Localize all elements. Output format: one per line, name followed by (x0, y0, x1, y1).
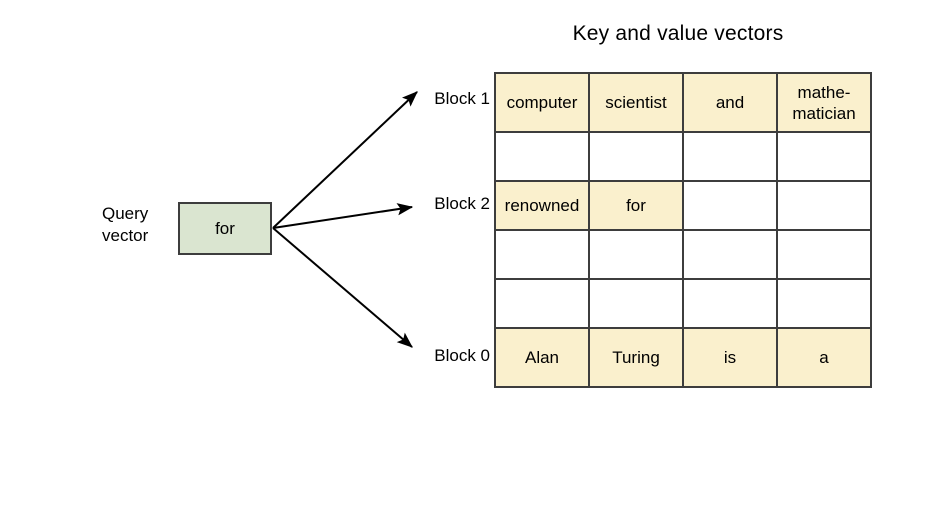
table-cell-line: is (723, 348, 737, 367)
table-cell-line: computer (506, 93, 578, 112)
table-cell-line: scientist (605, 93, 667, 112)
table-cell-line: for (626, 196, 646, 215)
table-cell-empty[interactable] (776, 278, 872, 329)
table-cell-empty[interactable] (682, 131, 778, 182)
table-row: computer scientist and mathe-matician (494, 72, 872, 133)
table-cell-line: Turing (612, 348, 660, 367)
table-cell-line: renowned (504, 196, 580, 215)
table-cell-token[interactable]: for (588, 180, 684, 231)
block-label-1: Block 1 (422, 89, 490, 109)
table-cell-token[interactable]: is (682, 327, 778, 388)
table-cell-token[interactable]: Alan (494, 327, 590, 388)
table-cell-line: Alan (524, 348, 560, 367)
table-cell-empty[interactable] (588, 131, 684, 182)
block-label-text: Block 2 (434, 194, 490, 213)
arrow-to-block-2 (272, 203, 414, 229)
table-cell-empty[interactable] (494, 229, 590, 280)
table-cell-token[interactable]: scientist (588, 72, 684, 133)
table-cell-empty[interactable] (588, 278, 684, 329)
table-row: renowned for (494, 180, 872, 231)
table-cell-empty[interactable] (776, 229, 872, 280)
query-vector-box[interactable]: for (178, 202, 272, 255)
table-cell-empty[interactable] (494, 131, 590, 182)
table-cell-token[interactable]: renowned (494, 180, 590, 231)
table-cell-line: mathe- (797, 82, 851, 102)
table-row (494, 131, 872, 182)
table-cell-empty[interactable] (588, 229, 684, 280)
table-cell-line: a (819, 348, 829, 367)
table-cell-empty[interactable] (682, 278, 778, 329)
block-label-text: Block 0 (434, 346, 490, 365)
arrow-to-block-0 (272, 227, 413, 348)
table-cell-token[interactable]: Turing (588, 327, 684, 388)
query-vector-token: for (215, 218, 235, 238)
query-vector-label-line1: Query (102, 204, 149, 223)
table-cell-empty[interactable] (494, 278, 590, 329)
block-label-text: Block 1 (434, 89, 490, 108)
arrow-to-block-1 (272, 91, 418, 229)
table-cell-empty[interactable] (776, 131, 872, 182)
table-row: Alan Turing is a (494, 327, 872, 388)
table-cell-empty[interactable] (682, 229, 778, 280)
table-cell-token[interactable]: mathe-matician (776, 72, 872, 133)
table-cell-empty[interactable] (776, 180, 872, 231)
table-cell-token[interactable]: and (682, 72, 778, 133)
table-row (494, 229, 872, 280)
table-row (494, 278, 872, 329)
query-vector-label-line2: vector (102, 226, 149, 245)
query-vector-label: Query vector (102, 203, 178, 247)
table-cell-line: matician (792, 103, 856, 123)
key-value-vectors-table: computer scientist and mathe-matician renown… (494, 72, 872, 388)
block-label-2: Block 2 (422, 194, 490, 214)
page-title: Key and value vectors (0, 22, 952, 46)
table-cell-line: and (715, 93, 745, 112)
page-title-text: Key and value vectors (572, 22, 784, 45)
block-label-0: Block 0 (422, 346, 490, 366)
table-cell-token[interactable]: a (776, 327, 872, 388)
table-cell-empty[interactable] (682, 180, 778, 231)
table-cell-token[interactable]: computer (494, 72, 590, 133)
